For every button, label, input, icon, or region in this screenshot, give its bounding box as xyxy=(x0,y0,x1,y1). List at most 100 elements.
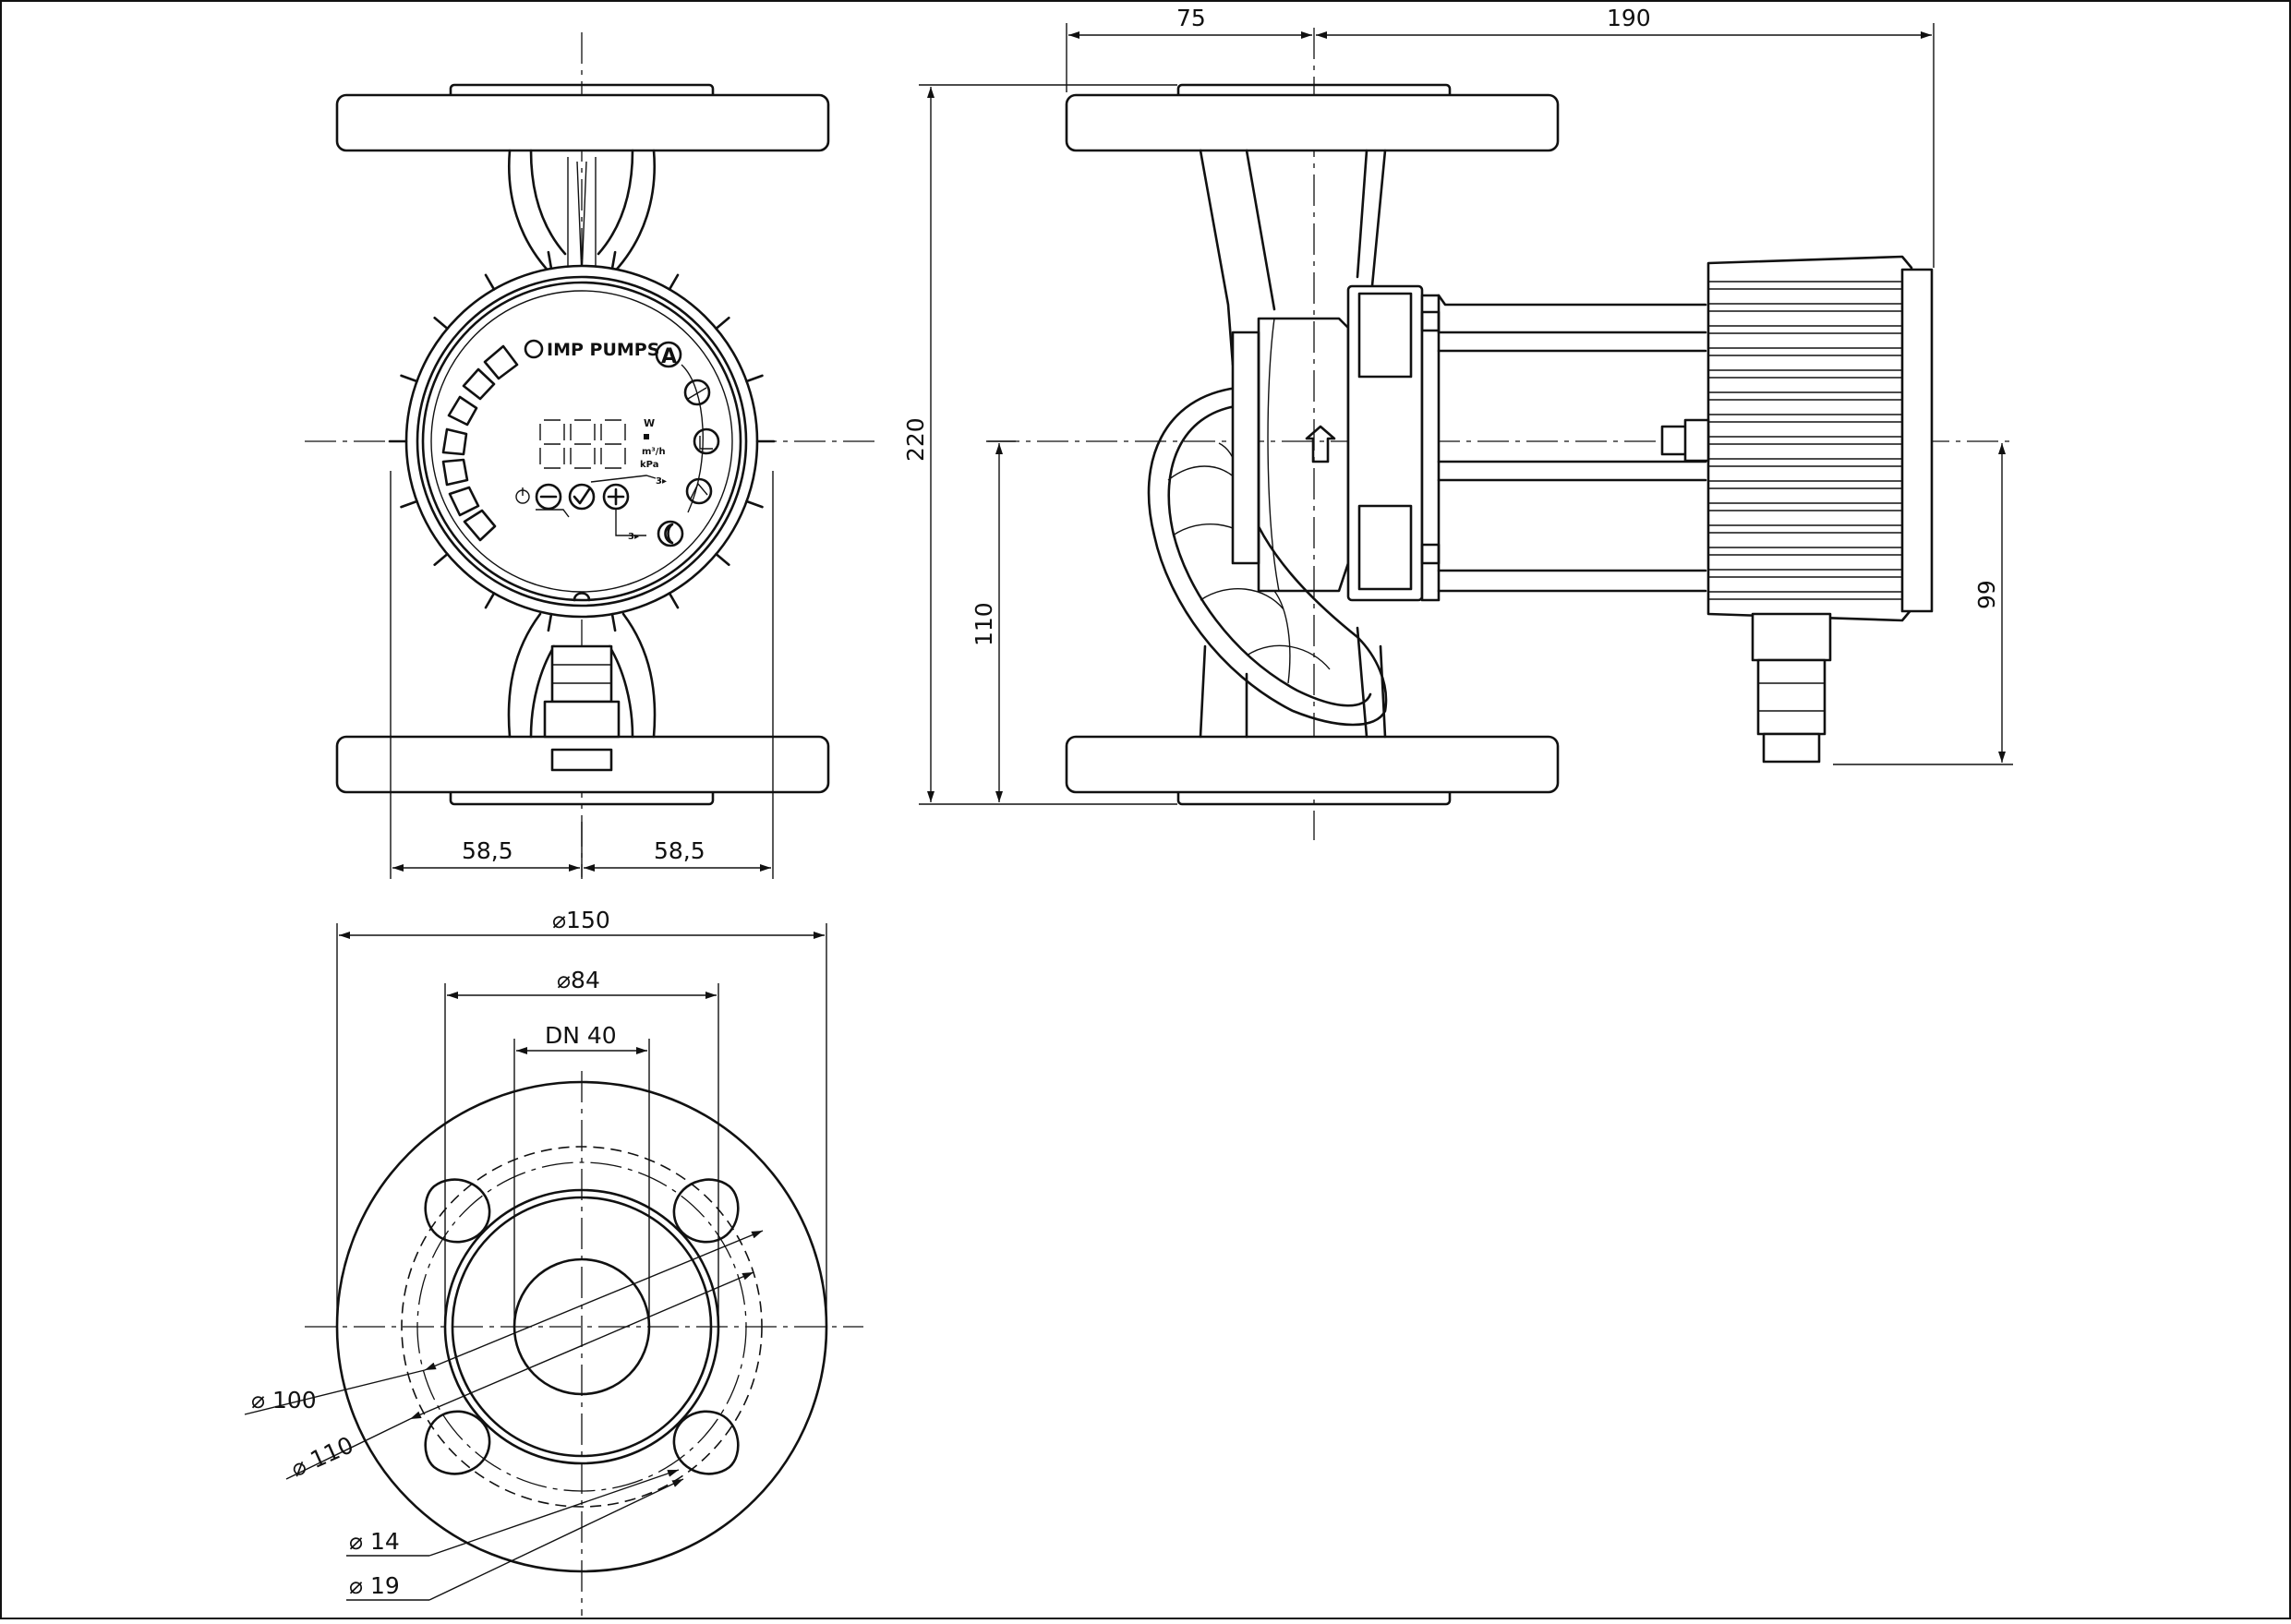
mode-constant-icon[interactable] xyxy=(693,427,720,455)
timer-label-2: 3▸ xyxy=(628,532,639,542)
heat-sink-fin xyxy=(1708,391,1903,401)
heat-sink-fin xyxy=(1708,502,1903,511)
dim-axis-to-motor: 190 xyxy=(1607,5,1651,31)
side-dimensions: 75 190 220 110 99 xyxy=(902,5,2013,805)
volute-spiral xyxy=(1147,386,1388,727)
mode-proportional-icon[interactable] xyxy=(683,379,711,406)
heat-sink-fin xyxy=(1708,369,1903,379)
dim-flange-to-axis: 75 xyxy=(1176,5,1206,31)
flange-dimensions: ⌀150 ⌀84 DN 40 ⌀ 100 ⌀ 110 ⌀ 14 ⌀ 19 xyxy=(244,907,827,1601)
head-bolts xyxy=(388,250,776,632)
side-cable-gland-nut xyxy=(1762,732,1821,764)
bolt-hole-tl xyxy=(424,1178,491,1244)
motor-adapter-curve xyxy=(1267,318,1280,592)
motor-stator-ring xyxy=(1420,294,1441,602)
head-bolt xyxy=(745,374,764,383)
unit-watt: W xyxy=(644,417,655,429)
check-button[interactable] xyxy=(568,483,596,511)
heat-sink-fin xyxy=(1708,480,1903,489)
side-top-flange xyxy=(1065,93,1560,152)
motor-can-top xyxy=(1437,294,1707,307)
dim-axis-height: 110 xyxy=(971,602,997,646)
side-view xyxy=(988,28,2013,840)
dim-bolt-circle-2: ⌀ 110 xyxy=(287,1431,357,1482)
plus-button[interactable] xyxy=(602,483,630,511)
head-bolt xyxy=(547,612,553,632)
heat-sink-fin xyxy=(1708,303,1903,312)
head-bolt xyxy=(745,499,764,509)
head-notch xyxy=(573,592,591,602)
head-bolt xyxy=(400,374,418,383)
head-bolt xyxy=(668,592,680,609)
head-bolt xyxy=(610,612,617,632)
motor-flange-bottom-segment xyxy=(1357,504,1413,591)
night-mode-button[interactable] xyxy=(657,520,684,547)
plus-icon xyxy=(607,487,625,506)
brand-text: IMP PUMPS xyxy=(547,340,659,360)
head-bolt xyxy=(484,592,496,609)
side-bottom-flange xyxy=(1065,735,1560,794)
dim-overall-height: 220 xyxy=(902,417,929,462)
unit-pressure: kPa xyxy=(640,460,658,470)
mode-a-label: A xyxy=(661,345,677,368)
heat-sink-fin xyxy=(1708,569,1903,578)
motor-housing-outer xyxy=(404,264,759,619)
dim-bolt-circle-1: ⌀ 100 xyxy=(251,1387,317,1413)
top-flange xyxy=(335,93,830,152)
heat-sink-fin xyxy=(1708,591,1903,600)
minus-button[interactable] xyxy=(535,483,562,511)
head-bolt xyxy=(610,250,617,271)
heat-sink-fin xyxy=(1708,458,1903,467)
volute-spiral-inner xyxy=(1167,404,1372,707)
brand-logo: IMP PUMPS xyxy=(524,339,659,360)
bolt-hole-tr xyxy=(672,1178,740,1244)
display-inner xyxy=(430,290,733,593)
heat-sink-fin xyxy=(1708,281,1903,290)
volute-lower-walls xyxy=(1199,626,1387,739)
body-neck-bottom xyxy=(507,612,657,739)
side-cable-gland xyxy=(1751,612,1832,662)
housing-plate xyxy=(1231,331,1260,565)
cable-gland-nut xyxy=(543,700,621,739)
terminal-box xyxy=(1660,255,1934,622)
dim-connector-height: 99 xyxy=(1973,580,2000,609)
volute-upper-walls xyxy=(1199,149,1387,367)
head-bolt xyxy=(433,552,449,566)
dim-hole-1: ⌀ 14 xyxy=(349,1528,400,1555)
cable-gland-body xyxy=(550,644,613,704)
heat-sink-fin xyxy=(1708,547,1903,556)
display-face xyxy=(421,281,742,602)
head-bolt xyxy=(547,250,553,271)
check-icon xyxy=(573,487,591,505)
heat-sink-fin xyxy=(1708,414,1903,423)
head-bolt xyxy=(715,552,730,566)
body-neck-top-inner xyxy=(529,149,634,256)
dim-hole-2: ⌀ 19 xyxy=(349,1572,400,1599)
power-bar-graph xyxy=(441,344,519,542)
power-icon[interactable] xyxy=(515,487,530,504)
head-bolt xyxy=(433,317,449,331)
seven-segment-display xyxy=(539,419,626,469)
body-neck-top xyxy=(508,149,656,279)
bolt-hole-bl xyxy=(424,1410,491,1475)
side-cable-gland-body xyxy=(1756,658,1827,736)
timer-label-1: 3▸ xyxy=(656,476,667,487)
dim-right-half: 58,5 xyxy=(654,837,705,864)
head-bolt xyxy=(400,499,418,509)
unit-flow: m³/h xyxy=(642,447,666,457)
terminal-box-cover xyxy=(1900,268,1934,613)
body-neck-bottom-inner xyxy=(529,644,634,739)
mode-a-button[interactable] xyxy=(655,341,682,368)
heat-sink-fin xyxy=(1708,347,1903,356)
cable-gland-cap xyxy=(550,748,613,772)
volute-ribs xyxy=(1167,442,1331,684)
heat-sink-fin xyxy=(1708,436,1903,445)
head-bolt xyxy=(668,273,680,291)
bolt-hole-br xyxy=(672,1410,740,1475)
front-width-dimensions: 58,5 58,5 xyxy=(390,471,774,879)
night-mode-icon xyxy=(664,523,674,545)
head-bolt xyxy=(484,273,496,291)
